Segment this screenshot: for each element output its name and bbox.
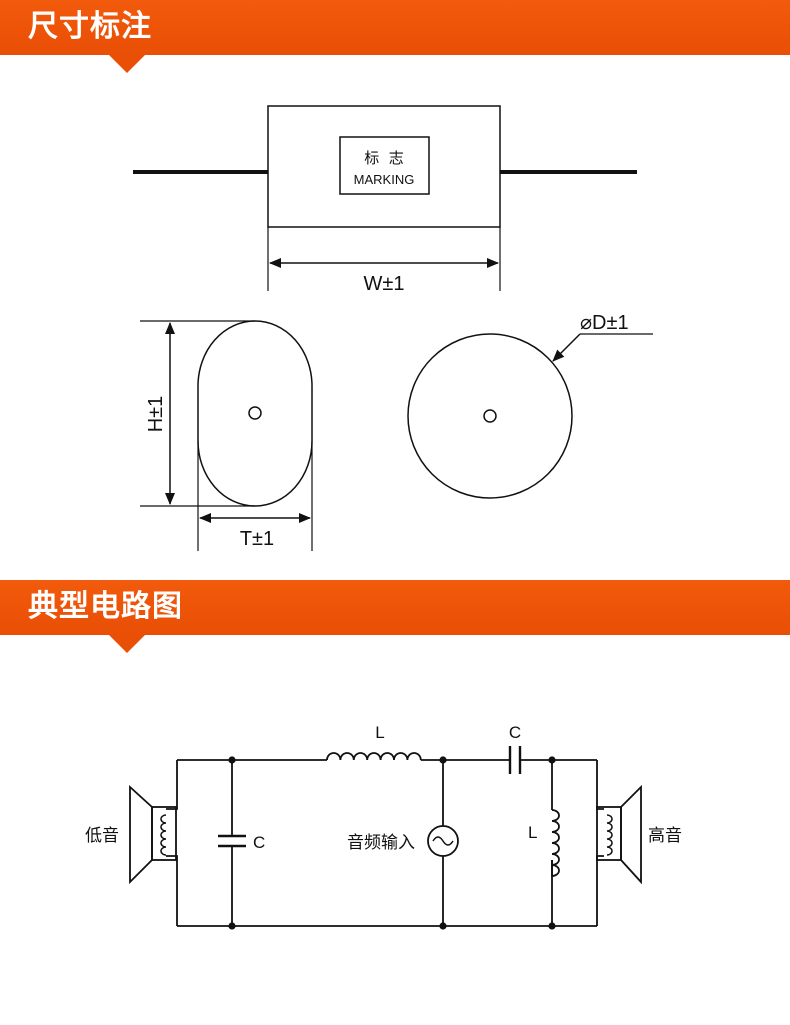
thickness-label: T±1 [240,528,274,550]
height-label: H±1 [145,396,167,433]
inductor-right-label: L [528,823,537,842]
section-title-dimensions: 尺寸标注 [28,9,152,44]
marking-text-cn: 标 志 [364,149,404,167]
round-center-hole [483,409,497,423]
speaker-icon-tweeter [596,784,642,885]
woofer-label: 低音 [85,826,119,846]
inductor-right [551,809,560,877]
d-leader-arrow [552,333,581,362]
wire-woofer-return [166,855,178,926]
marking-text-en: MARKING [354,172,415,187]
dimension-drawing: 标 志 MARKING W±1 H±1 T±1 ⌀D±1 [133,105,653,551]
wire-woofer [166,760,178,810]
inductor-top [326,752,427,761]
banner-bar [0,0,790,55]
section-banner-circuit: 典型电路图 [0,580,790,653]
capacitor-body [267,105,501,228]
sine-wave [432,836,454,846]
round-end-view [407,333,573,499]
banner-notch [109,55,145,73]
width-label: W±1 [364,273,405,295]
tweeter-label: 高音 [648,826,682,846]
banner-bar [0,580,790,635]
junction-dots [228,756,556,930]
crossover-circuit-diagram: L C C L 低音 高音 音频输入 [85,723,682,930]
oval-center-hole [248,406,262,420]
section-banner-dimensions: 尺寸标注 [0,0,790,73]
diameter-label: ⌀D±1 [580,312,629,334]
wire-tweeter-return [596,855,604,926]
oval-side-view [197,320,313,507]
section-title-circuit: 典型电路图 [28,589,183,624]
capacitor-left-label: C [253,833,265,852]
banner-notch [109,635,145,653]
inductor-top-label: L [375,723,384,742]
source-label: 音频输入 [347,833,415,853]
speaker-icon-woofer [129,784,177,885]
wire-tweeter [596,760,604,810]
marking-box [339,136,430,195]
capacitor-top-label: C [509,723,521,742]
